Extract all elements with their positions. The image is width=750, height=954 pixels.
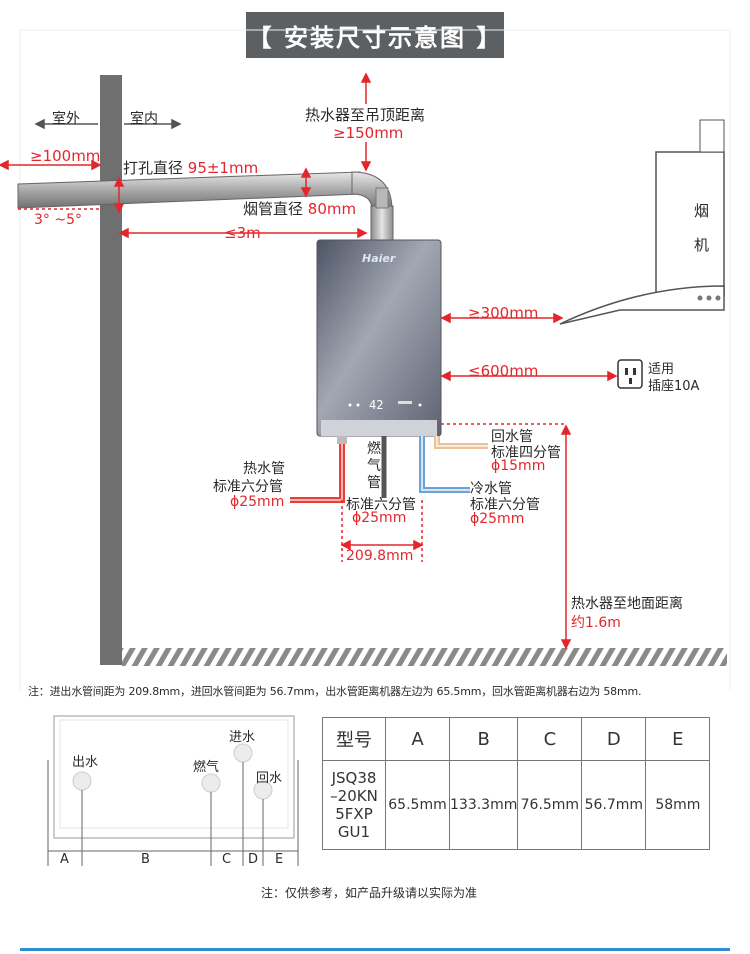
slope-value: 3° ~5° bbox=[34, 212, 82, 228]
model-line: 5FXP bbox=[335, 805, 373, 823]
gas-pipe-char-1: 燃 bbox=[367, 441, 381, 457]
water-inlet-label: 进水 bbox=[229, 730, 256, 745]
hood-gap-value: ≥300mm bbox=[468, 304, 539, 322]
spacing-note: 注：进出水管间距为 209.8mm，进回水管间距为 56.7mm，出水管距离机器… bbox=[28, 685, 642, 698]
pipe-diameter: 烟管直径 80mm bbox=[243, 198, 356, 219]
dim-e-label: E bbox=[275, 852, 284, 867]
hot-pipe-spec: 标准六分管 bbox=[213, 479, 283, 495]
hood-label-1: 烟 bbox=[694, 202, 710, 220]
header-model: 型号 bbox=[322, 717, 386, 761]
hole-diameter-value: 95±1mm bbox=[187, 159, 259, 177]
outdoor-label: 室外 bbox=[52, 111, 80, 127]
dim-c-label: C bbox=[222, 852, 232, 867]
hole-diameter-label: 打孔直径 bbox=[123, 159, 188, 177]
dimension-lines bbox=[0, 72, 618, 650]
gas-pipe-char-3: 管 bbox=[367, 475, 381, 491]
cold-pipe-spec: 标准六分管 bbox=[470, 497, 540, 513]
hot-pipe-size: ϕ25mm bbox=[230, 494, 285, 510]
footer-line bbox=[20, 948, 730, 951]
bottom-view-diagram bbox=[47, 715, 299, 866]
header-d: D bbox=[581, 717, 647, 761]
cold-pipe-size: ϕ25mm bbox=[470, 511, 525, 527]
cold-pipe-label: 冷水管 bbox=[470, 481, 512, 497]
page-title: 【 安装尺寸示意图 】 bbox=[246, 12, 504, 58]
return-pipe-spec: 标准四分管 bbox=[491, 445, 561, 461]
hole-diameter: 打孔直径 95±1mm bbox=[123, 157, 258, 178]
pipe-ring bbox=[375, 187, 389, 209]
reference-note: 注：仅供参考，如产品升级请以实际为准 bbox=[261, 886, 478, 900]
heater-display-digits: 42 bbox=[369, 398, 384, 412]
hood-label-2: 机 bbox=[694, 236, 710, 254]
value-e: 58mm bbox=[645, 760, 711, 850]
gas-pipe-size: ϕ25mm bbox=[352, 510, 407, 526]
dim-a-label: A bbox=[60, 852, 69, 867]
hot-pipe-label: 热水管 bbox=[243, 461, 285, 477]
floor bbox=[122, 648, 727, 666]
range-hood-canopy bbox=[559, 285, 725, 325]
gas-pipe-spec: 标准六分管 bbox=[346, 497, 416, 513]
model-cell: JSQ38 –20KN 5FXP GU1 bbox=[322, 760, 386, 850]
wall-extension-value: ≥100mm bbox=[30, 147, 101, 165]
model-line: GU1 bbox=[337, 823, 371, 841]
value-b: 133.3mm bbox=[448, 760, 519, 850]
indoor-label: 室内 bbox=[130, 111, 158, 127]
heater-bottom bbox=[321, 420, 437, 436]
dim-b-label: B bbox=[141, 852, 150, 867]
ceiling-distance-value: ≥150mm bbox=[333, 124, 404, 142]
socket-label-1: 适用 bbox=[648, 362, 675, 377]
power-socket bbox=[617, 359, 643, 389]
pipe-diameter-value: 80mm bbox=[307, 200, 357, 218]
value-c: 76.5mm bbox=[517, 760, 583, 850]
return-pipe-label: 回水管 bbox=[491, 429, 533, 445]
background-grid bbox=[19, 29, 731, 690]
range-hood-top bbox=[699, 119, 725, 153]
wall bbox=[100, 75, 122, 665]
gas-pipe-char-2: 气 bbox=[367, 458, 381, 474]
model-line: JSQ38 bbox=[331, 769, 377, 787]
spec-table: 型号 A B C D E JSQ38 –20KN 5FXP GU1 65.5mm… bbox=[322, 717, 711, 850]
value-a: 65.5mm bbox=[385, 760, 450, 850]
indoor-outdoor-arrows bbox=[34, 118, 182, 130]
ground-distance-value: 约1.6m bbox=[571, 615, 621, 631]
dim-d-label: D bbox=[248, 852, 259, 867]
outlet-label: 出水 bbox=[72, 755, 99, 770]
value-d: 56.7mm bbox=[581, 760, 647, 850]
pipe-length-value: ≤3m bbox=[224, 224, 261, 242]
brand-logo: Haier bbox=[362, 252, 396, 265]
pipe-spacing-value: 209.8mm bbox=[346, 548, 414, 564]
range-hood-body bbox=[655, 151, 725, 297]
header-a: A bbox=[385, 717, 450, 761]
header-e: E bbox=[645, 717, 711, 761]
ceiling-distance-label: 热水器至吊顶距离 bbox=[305, 106, 426, 124]
return-inlet-label: 回水 bbox=[256, 771, 283, 786]
header-b: B bbox=[448, 717, 519, 761]
ground-distance-label: 热水器至地面距离 bbox=[571, 596, 683, 612]
socket-label-2: 插座10A bbox=[648, 379, 700, 394]
spec-table-row: JSQ38 –20KN 5FXP GU1 65.5mm 133.3mm 76.5… bbox=[322, 760, 711, 850]
return-water-pipe bbox=[434, 436, 488, 449]
socket-gap-value: ≤600mm bbox=[468, 362, 539, 380]
return-pipe-size: ϕ15mm bbox=[491, 458, 546, 474]
pipe-vertical bbox=[370, 205, 394, 243]
hot-water-pipe bbox=[290, 436, 345, 503]
pipe-diameter-label: 烟管直径 bbox=[243, 200, 308, 218]
heater-display bbox=[348, 401, 422, 407]
header-c: C bbox=[517, 717, 583, 761]
gas-inlet-label: 燃气 bbox=[193, 760, 220, 775]
spec-table-header: 型号 A B C D E bbox=[322, 717, 711, 761]
model-line: –20KN bbox=[330, 787, 378, 805]
